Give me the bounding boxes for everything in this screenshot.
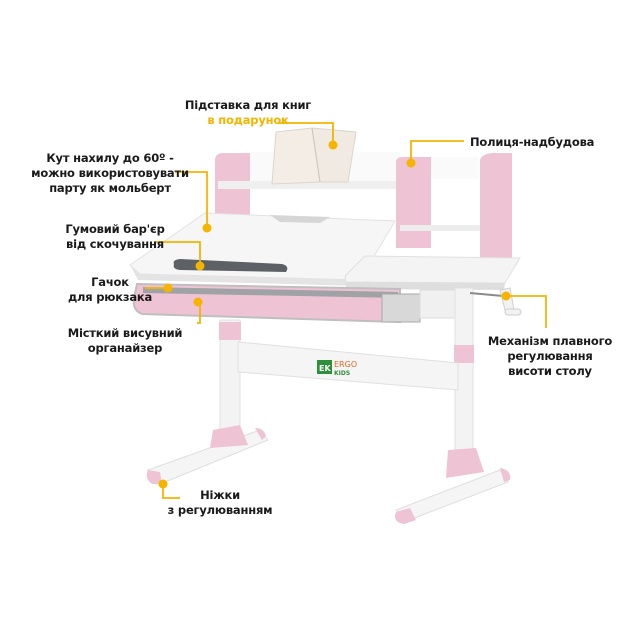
brand-logo: EK ERGO KIDS — [317, 360, 357, 377]
callout-barrier-line1: Гумовий бар'єр — [65, 222, 165, 236]
fixed-desktop — [344, 255, 521, 290]
height-crank — [469, 287, 522, 316]
callout-mechanism-line1: Механізм плавного — [487, 334, 613, 348]
callout-mechanism-line3: висоти столу — [508, 364, 592, 378]
shelf-dot — [406, 158, 416, 168]
callout-legs-line1: Ніжки — [200, 488, 240, 502]
callout-organizer-line1: Місткий висувний — [67, 326, 183, 340]
callout-barrier: Гумовий бар'єр від скочування — [40, 222, 190, 252]
callout-shelf-line1: Полиця-надбудова — [470, 135, 595, 149]
callout-bookstand-gift: в подарунок — [207, 113, 289, 127]
callout-bookstand: Підставка для книг в подарунок — [168, 98, 328, 128]
desk-frame — [146, 287, 511, 524]
brand-name: ERGO — [334, 360, 357, 369]
callout-mechanism-line2: регулювання — [507, 349, 593, 363]
organizer-dot — [193, 297, 203, 307]
bookstand — [271, 127, 357, 185]
callout-legs-line2: з регулюванням — [167, 503, 273, 517]
brand-sub: KIDS — [334, 370, 350, 377]
callout-barrier-line2: від скочування — [66, 237, 164, 251]
callout-bookstand-line1: Підставка для книг — [184, 98, 312, 112]
barrier-dot — [195, 261, 205, 271]
callout-mechanism: Механізм плавного регулювання висоти сто… — [480, 334, 620, 379]
callout-organizer-line2: органайзер — [87, 341, 163, 355]
hook-dot — [163, 283, 173, 293]
callout-tilt-line1: Кут нахилу до 60º - — [46, 151, 174, 165]
callout-hook: Гачок для рюкзака — [40, 275, 180, 305]
callout-tilt: Кут нахилу до 60º - можно використовуват… — [20, 151, 200, 196]
callout-hook-line1: Гачок — [91, 275, 129, 289]
callout-tilt-line3: парту як мольберт — [49, 181, 171, 195]
callout-dots — [158, 140, 511, 489]
callout-hook-line2: для рюкзака — [67, 290, 153, 304]
callout-tilt-line2: можно використовувати — [31, 166, 189, 180]
bookstand-dot — [328, 140, 338, 150]
legs-dot — [158, 479, 168, 489]
callout-legs: Ніжки з регулюванням — [160, 488, 280, 518]
mechanism-dot — [501, 291, 511, 301]
organizer-drawer — [132, 282, 461, 324]
callout-lines — [145, 122, 547, 499]
tilt-dot — [202, 223, 212, 233]
callout-shelf: Полиця-надбудова — [470, 135, 600, 150]
callout-organizer: Місткий висувний органайзер — [50, 326, 200, 356]
brand-logo-mark: EK — [319, 364, 331, 373]
